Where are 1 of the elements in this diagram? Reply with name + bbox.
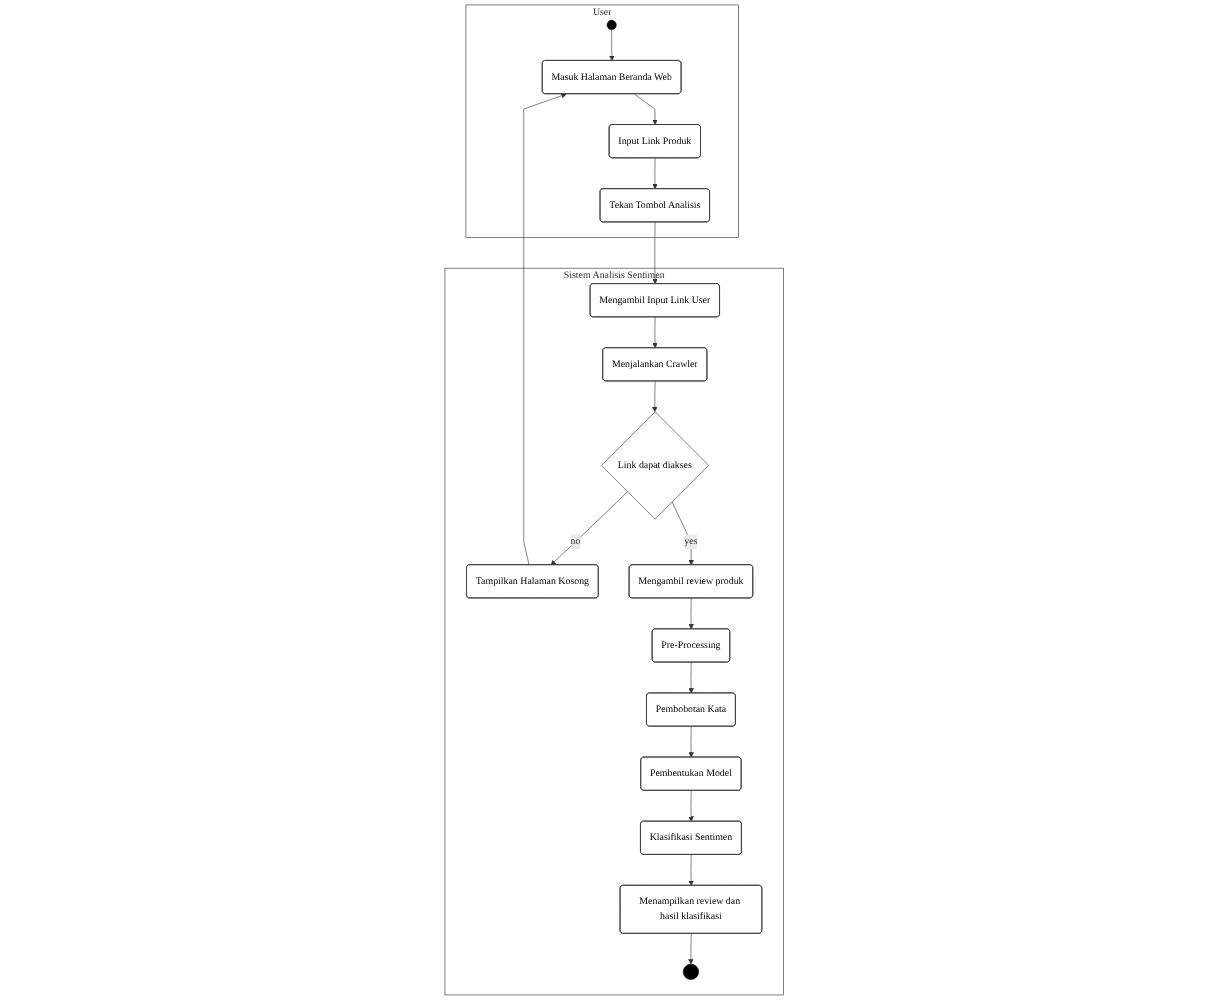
node-circle bbox=[606, 20, 617, 30]
